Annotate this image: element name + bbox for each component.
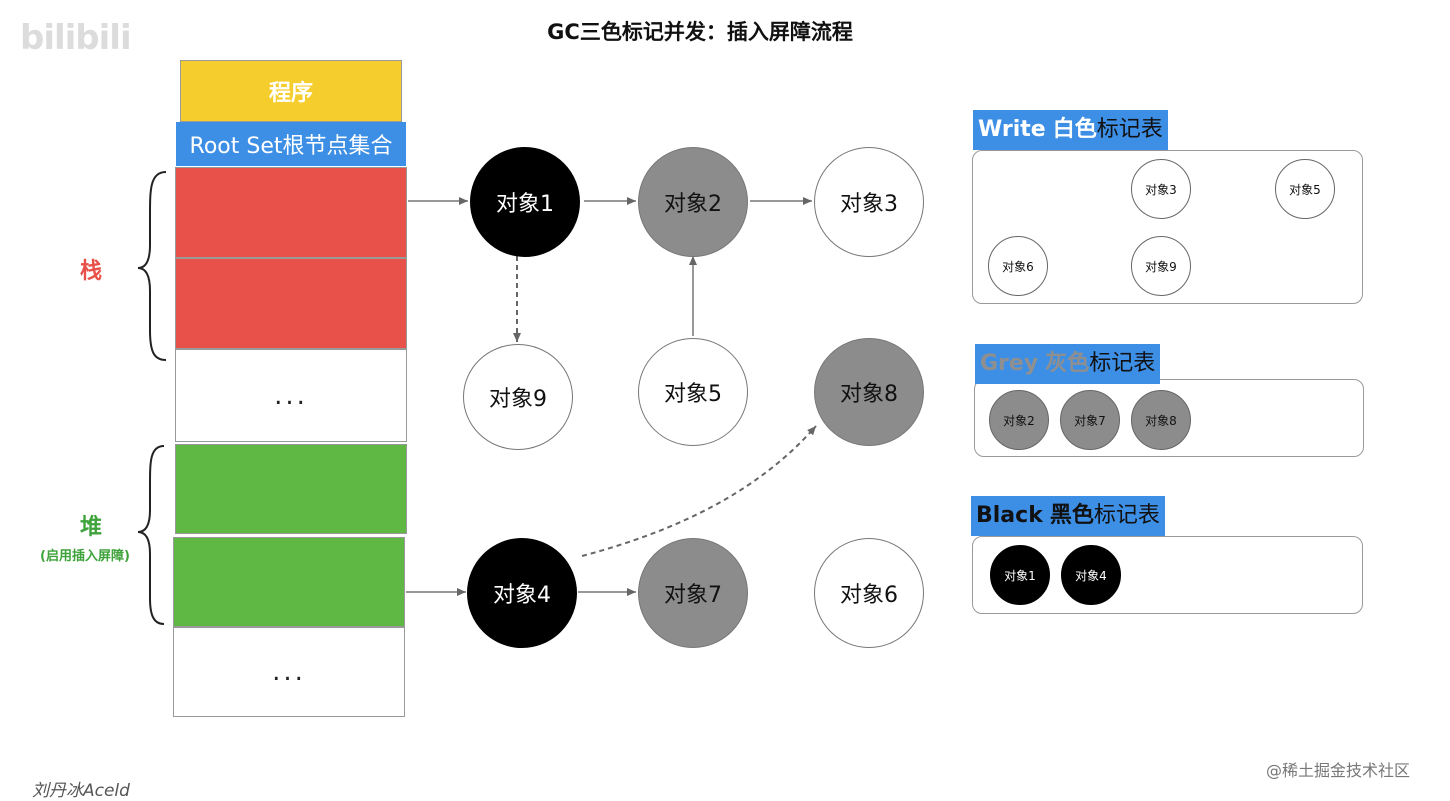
node-obj7: 对象7 <box>638 538 748 648</box>
black-item-obj4: 对象4 <box>1061 545 1121 605</box>
white-item-obj9: 对象9 <box>1131 236 1191 296</box>
grey-table-tag: Grey 灰色标记表 <box>975 344 1161 384</box>
program-block: 程序 <box>180 60 402 122</box>
heap-slot-1 <box>175 444 407 534</box>
node-obj1: 对象1 <box>470 147 580 257</box>
white-table-cn: 白色 <box>1052 117 1097 142</box>
white-item-obj3: 对象3 <box>1131 159 1191 219</box>
stack-ellipsis: ... <box>274 380 308 411</box>
page-title: GC三色标记并发：插入屏障流程 <box>547 20 853 44</box>
white-item-obj5: 对象5 <box>1275 159 1335 219</box>
heap-slot-more: ... <box>173 627 405 717</box>
grey-table-suffix: 标记表 <box>1089 351 1156 376</box>
black-table-suffix: 标记表 <box>1093 503 1160 528</box>
node-obj2: 对象2 <box>638 147 748 257</box>
stack-slot-2 <box>175 258 407 349</box>
rootset-block: Root Set根节点集合 <box>176 122 406 166</box>
heap-sublabel: (启用插入屏障) <box>40 549 130 564</box>
grey-table-cn: 灰色 <box>1045 351 1090 376</box>
heap-brace <box>137 445 165 625</box>
source-credit: @稀土掘金技术社区 <box>1266 761 1411 780</box>
node-obj5: 对象5 <box>638 338 748 446</box>
stack-slot-more: ... <box>175 349 407 442</box>
white-table-suffix: 标记表 <box>1096 117 1163 142</box>
grey-item-obj8: 对象8 <box>1131 390 1191 450</box>
stack-label: 栈 <box>80 259 103 284</box>
author-credit: 刘丹冰Aceld <box>32 781 130 801</box>
node-obj9: 对象9 <box>463 344 573 450</box>
watermark-logo: bilibili <box>20 18 132 58</box>
grey-table-en: Grey <box>980 351 1039 376</box>
grey-item-obj7: 对象7 <box>1060 390 1120 450</box>
node-obj6: 对象6 <box>814 538 924 648</box>
heap-slot-2 <box>173 537 405 627</box>
edge-obj4-obj8 <box>581 425 817 557</box>
heap-label: 堆 <box>80 515 103 540</box>
heap-ellipsis: ... <box>272 657 306 687</box>
black-table-tag: Black 黑色标记表 <box>971 496 1165 536</box>
node-obj4: 对象4 <box>467 538 577 648</box>
stack-brace <box>137 171 167 361</box>
black-table-cn: 黑色 <box>1049 503 1094 528</box>
stack-slot-1 <box>175 167 407 258</box>
black-item-obj1: 对象1 <box>990 545 1050 605</box>
white-table-en: Write <box>978 117 1046 142</box>
grey-item-obj2: 对象2 <box>989 390 1049 450</box>
black-table-en: Black <box>976 503 1043 528</box>
white-table-tag: Write 白色标记表 <box>973 110 1168 150</box>
node-obj3: 对象3 <box>814 147 924 257</box>
node-obj8: 对象8 <box>814 338 924 446</box>
white-item-obj6: 对象6 <box>988 236 1048 296</box>
